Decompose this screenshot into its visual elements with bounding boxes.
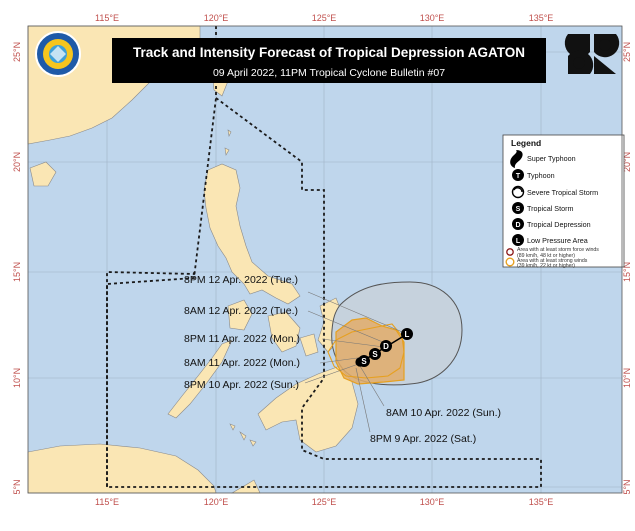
lat-tick-left: 10°N xyxy=(12,368,22,388)
typhoon-icon: T xyxy=(512,169,524,181)
lat-tick-right: 25°N xyxy=(622,42,632,62)
lon-tick-top: 130°E xyxy=(420,13,445,23)
forecast-cone xyxy=(327,323,405,379)
strong-winds-ring-icon xyxy=(505,257,515,267)
par-boundary-west xyxy=(106,97,217,487)
legend-item-symbol: D xyxy=(515,222,520,229)
lat-tick-left: 15°N xyxy=(12,262,22,282)
storm-force-ring-icon xyxy=(506,248,514,256)
map-title: Track and Intensity Forecast of Tropical… xyxy=(133,45,525,60)
hainan-island xyxy=(29,161,57,187)
map-frame xyxy=(27,25,623,494)
track-symbol: D xyxy=(383,342,389,351)
visayas-islands xyxy=(267,311,319,357)
dost-logo-icon xyxy=(564,34,620,74)
lon-tick-bottom: 120°E xyxy=(204,497,229,507)
lon-tick-top: 135°E xyxy=(529,13,554,23)
tropical-depression-icon: D xyxy=(512,218,524,230)
legend-box: Legend Super Typhoon T Typhoon Severe Tr… xyxy=(502,134,625,269)
lon-tick-bottom: 115°E xyxy=(95,497,119,507)
track-symbol: S xyxy=(361,357,367,366)
legend-storm-force-line: (89 km/h, 48 kt or higher) xyxy=(517,253,575,259)
legend-strong-winds-line: Area with at least strong winds xyxy=(517,258,588,264)
legend-title: Legend xyxy=(511,138,541,148)
legend-item-label: Tropical Depression xyxy=(527,220,591,229)
legend-item-label: Low Pressure Area xyxy=(527,236,588,245)
lon-tick-bottom: 130°E xyxy=(420,497,445,507)
mindanao xyxy=(257,365,359,453)
super-typhoon-icon xyxy=(510,150,523,168)
legend-item-label: Super Typhoon xyxy=(527,154,576,163)
lat-ticks: 25°N 20°N 15°N 10°N 5°N 25°N 20°N 15°N 1… xyxy=(12,42,632,495)
forecast-labels: 8PM 12 Apr. 2022 (Tue.) 8AM 12 Apr. 2022… xyxy=(184,274,501,445)
par-boundary xyxy=(106,26,542,488)
forecast-label: 8PM 12 Apr. 2022 (Tue.) xyxy=(184,274,298,286)
forecast-label: 8AM 11 Apr. 2022 (Mon.) xyxy=(184,357,300,369)
forecast-label: 8PM 11 Apr. 2022 (Mon.) xyxy=(184,333,300,345)
lon-tick-bottom: 125°E xyxy=(312,497,337,507)
lon-tick-bottom: 135°E xyxy=(529,497,554,507)
luzon xyxy=(203,163,301,305)
legend-strong-winds-line: (39 km/h, 22 kt or higher) xyxy=(517,263,575,269)
legend-storm-force-line: Area with at least storm force winds xyxy=(517,247,599,253)
legend-item-symbol: L xyxy=(516,238,521,245)
leader-lines xyxy=(304,291,408,433)
track-symbol: L xyxy=(405,330,410,339)
lat-tick-left: 25°N xyxy=(12,42,22,62)
lon-tick-top: 125°E xyxy=(312,13,337,23)
forecast-track: S S D L xyxy=(355,328,413,367)
tropical-storm-icon: S xyxy=(512,202,524,214)
legend-item-symbol: T xyxy=(516,173,521,180)
legend-item-label: Tropical Storm xyxy=(527,204,573,213)
pagasa-seal-icon xyxy=(35,31,81,77)
lat-tick-right: 5°N xyxy=(622,479,632,494)
forecast-label: 8AM 12 Apr. 2022 (Tue.) xyxy=(184,305,298,317)
map-subtitle: 09 April 2022, 11PM Tropical Cyclone Bul… xyxy=(213,67,445,79)
legend-item-label: Severe Tropical Storm xyxy=(527,188,598,197)
severe-tropical-storm-icon xyxy=(511,185,525,199)
lat-tick-right: 20°N xyxy=(622,152,632,172)
lat-tick-right: 15°N xyxy=(622,262,632,282)
forecast-label: 8AM 10 Apr. 2022 (Sun.) xyxy=(386,407,501,419)
legend-item-label: Typhoon xyxy=(527,171,555,180)
title-banner: Track and Intensity Forecast of Tropical… xyxy=(112,38,546,83)
lon-tick-top: 120°E xyxy=(204,13,229,23)
sulu-archipelago xyxy=(229,423,257,447)
forecast-label: 8PM 10 Apr. 2022 (Sun.) xyxy=(184,379,299,391)
palawan xyxy=(167,339,233,419)
lat-tick-left: 20°N xyxy=(12,152,22,172)
forecast-label: 8PM 9 Apr. 2022 (Sat.) xyxy=(370,433,476,445)
lon-tick-top: 115°E xyxy=(95,13,119,23)
mindoro xyxy=(227,299,253,331)
lon-ticks: 115°E 120°E 125°E 130°E 135°E 115°E 120°… xyxy=(95,13,553,507)
track-symbol: S xyxy=(372,350,378,359)
legend-item-symbol: S xyxy=(516,206,521,213)
low-pressure-area-icon: L xyxy=(512,234,524,246)
lat-tick-right: 10°N xyxy=(622,368,632,388)
batanes-islands xyxy=(224,129,232,156)
lat-tick-left: 5°N xyxy=(12,479,22,494)
